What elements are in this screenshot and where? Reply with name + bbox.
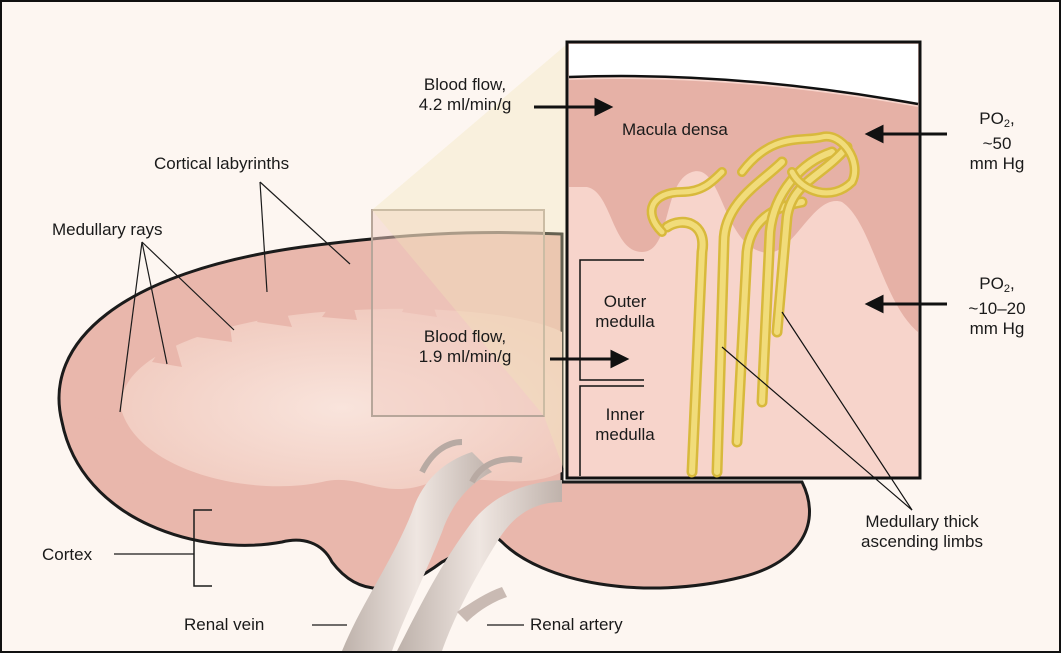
po2-medulla-unit: mm Hg <box>947 319 1047 339</box>
medullary-thick-line1: Medullary thick <box>837 512 1007 532</box>
renal-vein-label: Renal vein <box>184 615 264 635</box>
po2-medulla-value: ~10–20 <box>947 299 1047 319</box>
renal-artery-label: Renal artery <box>530 615 623 635</box>
po2-cortex-unit: mm Hg <box>947 154 1047 174</box>
blood-flow-medulla-line2: 1.9 ml/min/g <box>390 347 540 367</box>
cortex-label: Cortex <box>42 545 92 565</box>
blood-flow-cortex-label: Blood flow, 4.2 ml/min/g <box>390 75 540 115</box>
inner-medulla-line1: Inner <box>590 405 660 425</box>
outer-medulla-line1: Outer <box>590 292 660 312</box>
po2-cortex-value: ~50 <box>947 134 1047 154</box>
inner-medulla-label: Inner medulla <box>590 405 660 445</box>
medullary-thick-label: Medullary thick ascending limbs <box>837 512 1007 552</box>
cortical-labyrinths-label: Cortical labyrinths <box>154 154 289 174</box>
blood-flow-cortex-line2: 4.2 ml/min/g <box>390 95 540 115</box>
outer-medulla-line2: medulla <box>590 312 660 332</box>
po2-cortex-label: PO2, ~50 mm Hg <box>947 109 1047 174</box>
po2-medulla-label: PO2, ~10–20 mm Hg <box>947 274 1047 339</box>
blood-flow-medulla-line1: Blood flow, <box>390 327 540 347</box>
medullary-rays-label: Medullary rays <box>52 220 163 240</box>
macula-densa-label: Macula densa <box>622 120 728 140</box>
inner-medulla-line2: medulla <box>590 425 660 445</box>
po2-medulla-text: PO <box>979 274 1004 293</box>
blood-flow-cortex-line1: Blood flow, <box>390 75 540 95</box>
po2-cortex-text: PO <box>979 109 1004 128</box>
medullary-thick-line2: ascending limbs <box>837 532 1007 552</box>
outer-medulla-label: Outer medulla <box>590 292 660 332</box>
blood-flow-medulla-label: Blood flow, 1.9 ml/min/g <box>390 327 540 367</box>
